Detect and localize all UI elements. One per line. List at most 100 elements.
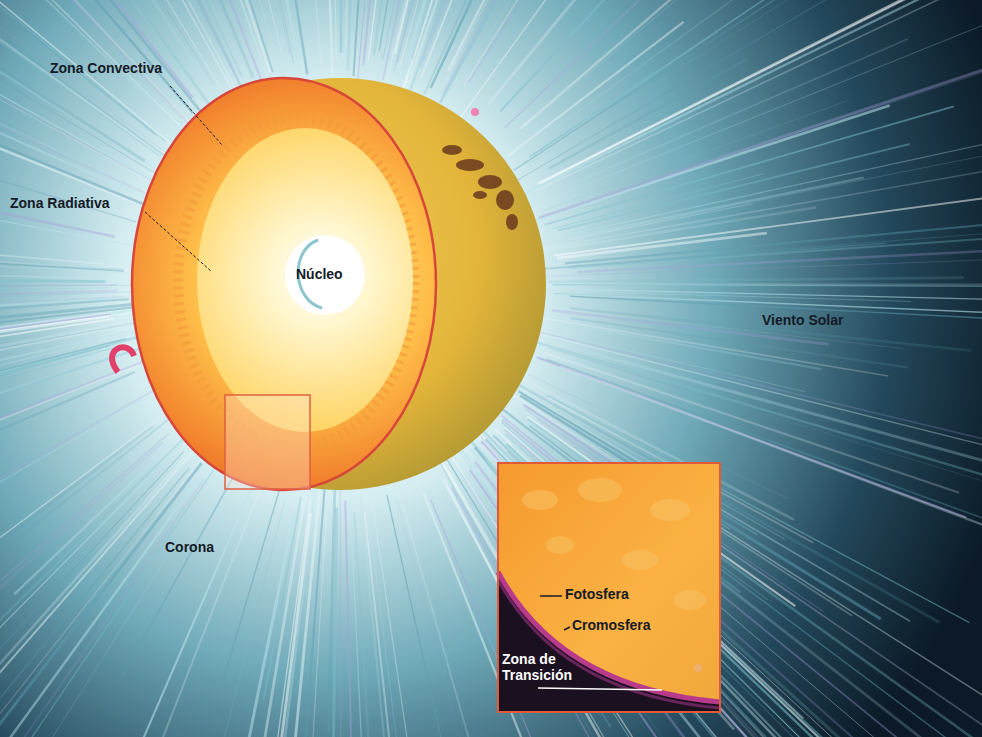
leader-line: [145, 212, 212, 272]
wind-ray: [0, 324, 122, 420]
wind-ray: [440, 458, 759, 737]
wind-ray: [517, 0, 982, 181]
layer-label: Zona de Transición: [502, 651, 602, 683]
wind-ray: [348, 0, 367, 70]
wind-ray: [486, 439, 801, 737]
wind-ray: [357, 0, 393, 84]
wind-ray: [122, 460, 243, 678]
wind-ray: [350, 490, 363, 737]
core-label: Núcleo: [296, 266, 343, 282]
wind-ray: [0, 0, 151, 200]
wind-ray: [171, 0, 281, 52]
wind-ray: [0, 432, 190, 700]
zoom-marker: [225, 395, 310, 489]
wind-ray: [0, 417, 172, 737]
wind-ray: [535, 0, 982, 192]
wind-ray: [0, 0, 166, 142]
wind-ray: [553, 285, 982, 287]
wind-ray: [0, 288, 113, 294]
wind-ray: [481, 437, 761, 737]
wind-ray: [431, 0, 637, 88]
wind-ray: [560, 335, 805, 392]
zone-label: Zona Radiativa: [10, 195, 110, 211]
wind-ray: [570, 308, 971, 350]
wind-ray: [495, 429, 803, 718]
wind-ray: [0, 285, 117, 287]
wind-ray: [482, 444, 734, 729]
wind-ray: [545, 106, 954, 224]
wind-ray: [0, 291, 117, 312]
wind-ray: [345, 501, 354, 737]
layer-label: Fotosfera: [565, 586, 629, 602]
wind-ray: [0, 139, 136, 222]
wind-ray: [339, 490, 342, 737]
wind-ray: [365, 512, 402, 737]
wind-ray: [0, 0, 178, 166]
wind-ray: [0, 313, 113, 387]
wind-ray: [556, 0, 982, 197]
wind-ray: [312, 0, 332, 77]
wind-ray: [169, 502, 285, 737]
wind-ray: [549, 59, 748, 169]
layer-label: Cromosfera: [572, 617, 651, 633]
wind-ray: [0, 0, 171, 163]
wind-label: Viento Solar: [762, 312, 843, 328]
wind-ray: [539, 53, 982, 218]
wind-ray: [0, 0, 219, 86]
wind-ray: [341, 0, 343, 53]
wind-ray: [443, 0, 695, 94]
wind-ray: [568, 231, 982, 269]
wind-ray: [488, 0, 636, 105]
cut-face: [132, 78, 436, 490]
wind-ray: [34, 0, 266, 93]
wind-ray: [542, 14, 982, 218]
wind-ray: [0, 329, 107, 433]
wind-ray: [280, 483, 316, 737]
wind-ray: [360, 493, 398, 737]
wind-ray: [0, 458, 184, 737]
wind-ray: [0, 437, 206, 737]
wind-ray: [36, 470, 260, 737]
wind-ray: [533, 32, 718, 155]
wind-ray: [207, 514, 294, 737]
wind-ray: [570, 204, 753, 240]
wind-ray: [24, 0, 244, 92]
wind-ray: [0, 342, 113, 401]
wind-ray: [245, 495, 305, 737]
wind-ray: [406, 0, 584, 93]
wind-ray: [388, 0, 539, 76]
wind-ray: [387, 495, 506, 737]
wind-ray: [481, 435, 884, 737]
wind-ray: [227, 0, 300, 71]
wind-ray: [540, 243, 886, 269]
wind-ray: [438, 460, 759, 737]
leader-line: [538, 688, 662, 690]
wind-ray: [527, 0, 799, 165]
corona-label: Corona: [165, 539, 214, 555]
leader-line: [564, 627, 570, 630]
wind-ray: [0, 0, 218, 101]
wind-ray: [0, 343, 110, 471]
wind-ray: [475, 447, 812, 737]
wind-ray: [543, 101, 848, 211]
wind-ray: [500, 0, 869, 112]
wind-ray: [579, 290, 982, 302]
radiative-zone: [197, 128, 413, 432]
wind-ray: [383, 0, 528, 80]
wind-ray: [264, 498, 301, 701]
prominence: [112, 347, 134, 372]
detail-inset: [498, 463, 720, 712]
wind-ray: [571, 178, 864, 237]
wind-ray: [402, 504, 483, 737]
wind-ray: [480, 430, 788, 737]
zone-label: Zona Convectiva: [50, 60, 162, 76]
wind-ray: [448, 0, 538, 71]
flare-dot: [471, 108, 479, 116]
wind-ray: [424, 0, 525, 94]
wind-ray: [0, 0, 217, 115]
wind-ray: [145, 488, 260, 737]
wind-ray: [481, 442, 854, 737]
wind-ray: [406, 0, 570, 63]
core: [285, 235, 365, 315]
